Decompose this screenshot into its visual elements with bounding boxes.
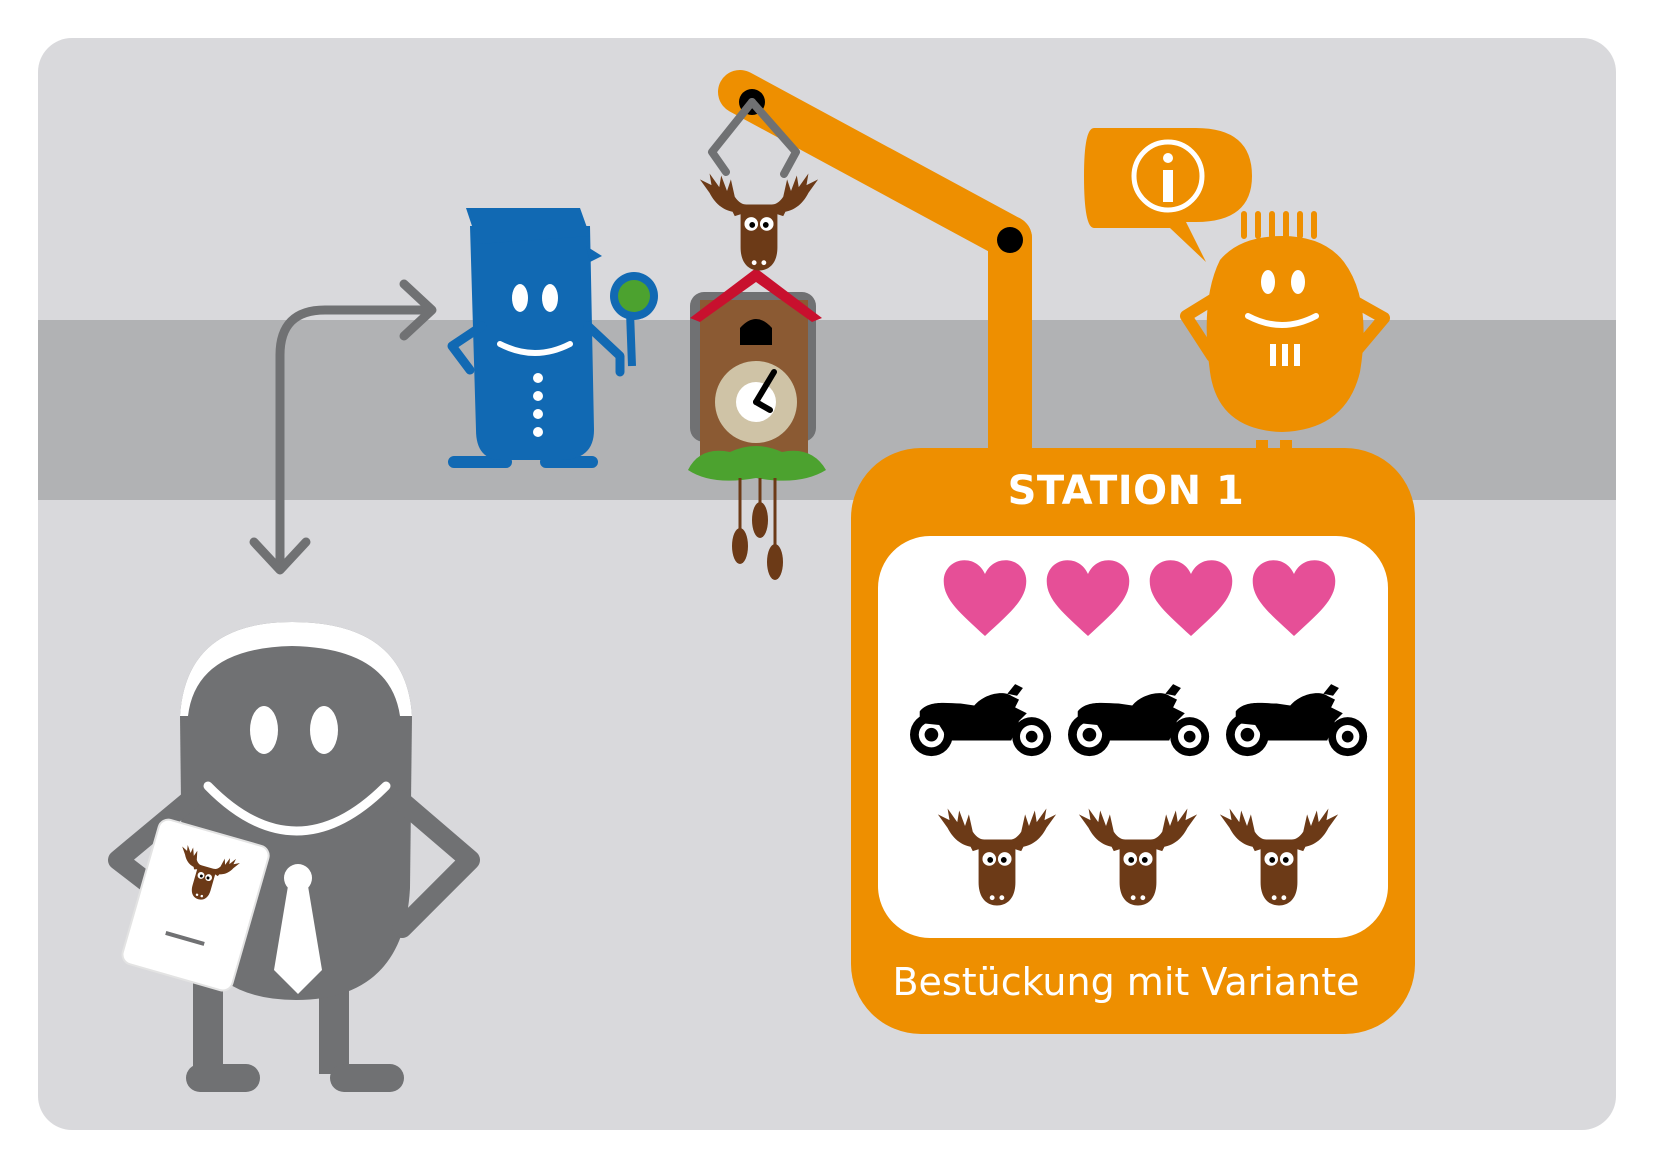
station-title: STATION 1 (856, 468, 1396, 514)
station-caption: Bestückung mit Variante (856, 960, 1396, 1004)
station-panel (851, 448, 1415, 1034)
